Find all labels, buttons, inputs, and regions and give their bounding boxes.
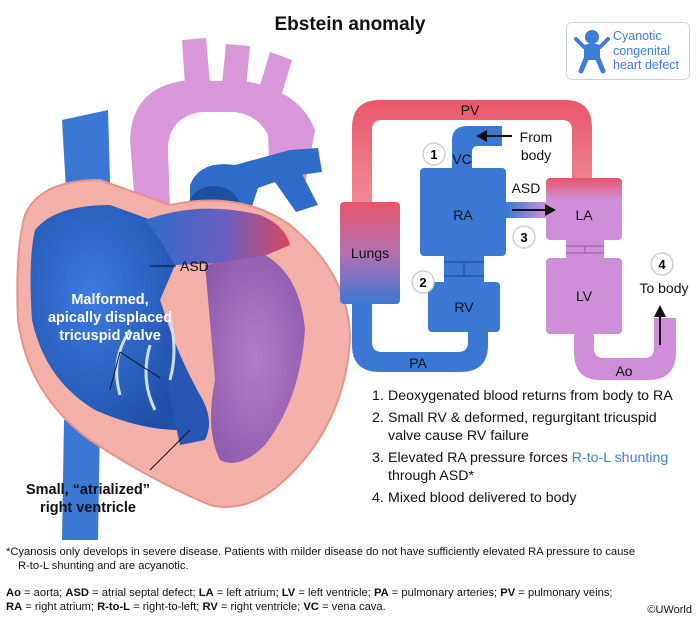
aortic-branch <box>222 44 250 88</box>
heart-asd-label: ASD <box>180 258 209 274</box>
cyanotic-badge: Cyanotic congenital heart defect <box>566 22 690 80</box>
asd-flow-label: ASD <box>512 180 541 196</box>
step-marker-4: 4 <box>650 252 674 276</box>
shunting-highlight: R-to-L shunting <box>571 450 669 466</box>
from-body-label-2: body <box>521 147 551 163</box>
diagram-canvas: ASD Malformed, apically displaced tricus… <box>16 38 689 540</box>
tricuspid-leaflet <box>144 344 157 411</box>
left-atrium-box <box>546 178 622 240</box>
flow-diagram: 1 2 3 4 PV VC From body ASD RA LA Lungs … <box>340 100 689 380</box>
lungs-box <box>340 202 400 304</box>
heart-illustration: ASD Malformed, apically displaced tricus… <box>16 38 352 540</box>
from-body-label-1: From <box>520 129 553 145</box>
valve-label-line2: apically displaced <box>48 310 172 326</box>
valve-leader-line <box>109 351 121 391</box>
pulmonary-vein <box>270 170 318 212</box>
page-title: Ebstein anomaly <box>274 14 426 35</box>
ventricle-label-line2: right ventricle <box>40 500 136 516</box>
step-item: 4. Mixed blood delivered to body <box>372 490 577 506</box>
step-item: 2. Small RV & deformed, regurgitant tric… <box>372 410 657 444</box>
ra-label: RA <box>453 207 473 223</box>
shunt-arrowhead <box>545 204 556 216</box>
rv-label: RV <box>454 299 474 315</box>
badge-text: Cyanotic congenital heart defect <box>613 29 680 72</box>
svg-text:2: 2 <box>419 275 426 290</box>
step-marker-3: 3 <box>512 225 536 249</box>
step-list: 1. Deoxygenated blood returns from body … <box>372 387 692 511</box>
svg-text:3: 3 <box>520 230 527 245</box>
footnote: *Cyanosis only develops in severe diseas… <box>6 546 636 572</box>
svg-text:4: 4 <box>658 257 666 272</box>
pulmonary-artery-loop <box>352 304 488 372</box>
step-item: 1. Deoxygenated blood returns from body … <box>372 388 673 404</box>
aortic-arch <box>130 80 315 210</box>
aortic-branch <box>258 52 292 100</box>
inferior-vena-cava <box>62 420 100 540</box>
step-marker-1: 1 <box>422 142 446 166</box>
vc-label: VC <box>452 151 471 167</box>
abbreviations-line-1: Ao = aorta; ASD = atrial septal defect; … <box>6 587 613 599</box>
step-marker-2: 2 <box>411 270 435 294</box>
ventricle-leader-line <box>149 429 191 471</box>
to-body-label: To body <box>639 280 688 296</box>
step-item: 3. Elevated RA pressure forces R-to-L sh… <box>372 450 669 484</box>
aortic-branch <box>182 38 210 85</box>
abbreviations-line-2: RA = right atrium; R-to-L = right-to-lef… <box>6 601 386 613</box>
pv-label: PV <box>461 102 480 118</box>
left-ventricle-box <box>546 258 622 334</box>
pulmonary-vein-loop <box>352 100 592 202</box>
valve-label-line1: Malformed, <box>71 292 148 308</box>
left-ventricle <box>205 255 305 463</box>
la-label: LA <box>575 207 593 223</box>
right-atrium-box <box>420 168 506 256</box>
from-body-arrowhead <box>476 130 487 142</box>
lungs-label: Lungs <box>351 245 389 261</box>
ventricle-label-line1: Small, “atrialized” <box>26 482 150 498</box>
ao-label: Ao <box>615 363 632 379</box>
infant-icon <box>574 30 610 74</box>
aorta-loop <box>574 318 676 380</box>
pa-label: PA <box>409 355 427 371</box>
right-ventricle-box <box>428 282 500 332</box>
copyright: ©UWorld <box>647 604 692 616</box>
atrial-septum-region <box>145 208 290 265</box>
abbreviations: Ao = aorta; ASD = atrial septal defect; … <box>6 586 696 614</box>
to-body-arrowhead <box>654 305 666 317</box>
tricuspid-leaflet <box>168 319 176 381</box>
valve-label-line3: tricuspid valve <box>59 328 161 344</box>
lv-label: LV <box>576 288 593 304</box>
valve-leader-line <box>119 351 161 379</box>
svg-text:1: 1 <box>430 147 437 162</box>
